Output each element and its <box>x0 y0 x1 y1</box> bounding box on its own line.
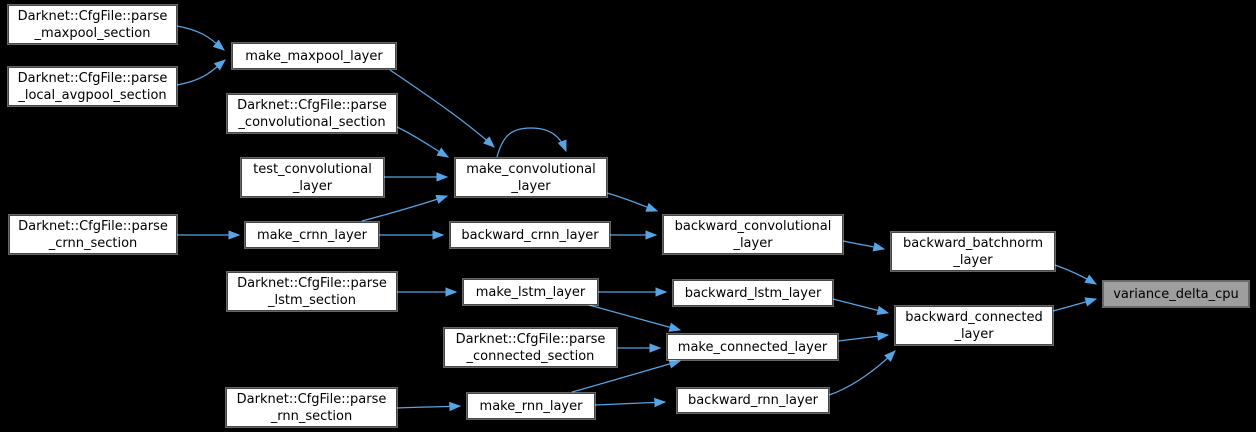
edge-make-connected-to-backward-connected <box>837 331 890 342</box>
node-backward-rnn-layer[interactable]: backward_rnn_layer <box>677 388 829 413</box>
edge-parse-rnn-to-make-rnn <box>396 401 462 412</box>
edge-make-rnn-to-make-connected <box>571 359 682 393</box>
edge-make-crnn-to-make-conv <box>361 194 449 222</box>
node-backward-convolutional-layer[interactable]: backward_convolutional _layer <box>663 215 843 254</box>
node-parse-connected-section[interactable]: Darknet::CfgFile::parse _connected_secti… <box>444 328 617 367</box>
edge-parse-local-avgpool-to-make-maxpool <box>176 59 226 86</box>
edge-make-maxpool-to-make-conv <box>389 69 495 148</box>
node-parse-crnn-section[interactable]: Darknet::CfgFile::parse _crnn_section <box>9 215 177 254</box>
node-parse-maxpool-section[interactable]: Darknet::CfgFile::parse _maxpool_section <box>8 5 177 44</box>
node-test-convolutional-layer[interactable]: test_convolutional _layer <box>241 158 384 197</box>
edge-make-conv-self-loop <box>496 127 567 158</box>
edge-parse-maxpool-to-make-maxpool <box>176 25 225 51</box>
edge-backward-connected-to-variance-delta <box>1052 297 1098 312</box>
node-backward-lstm-layer[interactable]: backward_lstm_layer <box>673 280 833 306</box>
edge-backward-rnn-to-backward-connected <box>828 350 896 396</box>
node-make-connected-layer[interactable]: make_connected_layer <box>667 334 838 360</box>
node-make-rnn-layer[interactable]: make_rnn_layer <box>467 393 595 419</box>
edge-backward-conv-to-backward-batchnorm <box>842 240 886 252</box>
node-parse-rnn-section[interactable]: Darknet::CfgFile::parse _rnn_section <box>226 388 397 427</box>
edge-make-conv-to-backward-conv <box>606 192 659 212</box>
node-parse-lstm-section[interactable]: Darknet::CfgFile::parse _lstm_section <box>227 272 397 311</box>
node-backward-crnn-layer[interactable]: backward_crnn_layer <box>450 222 610 248</box>
edge-make-rnn-to-backward-rnn <box>594 397 667 408</box>
node-parse-convolutional-section[interactable]: Darknet::CfgFile::parse _convolutional_s… <box>227 94 397 133</box>
node-parse-local-avgpool-section[interactable]: Darknet::CfgFile::parse _local_avgpool_s… <box>8 67 177 106</box>
node-variance-delta-cpu[interactable]: variance_delta_cpu <box>1103 281 1249 307</box>
edge-parse-conv-to-make-conv <box>396 126 450 158</box>
edge-backward-lstm-to-backward-connected <box>832 298 890 316</box>
node-backward-connected-layer[interactable]: backward_connected _layer <box>895 306 1053 345</box>
node-backward-batchnorm-layer[interactable]: backward_batchnorm _layer <box>891 232 1055 271</box>
edge-backward-batchnorm-to-variance-delta <box>1054 264 1098 285</box>
edge-make-lstm-to-make-connected <box>588 304 682 332</box>
node-make-crnn-layer[interactable]: make_crnn_layer <box>245 222 379 248</box>
node-make-maxpool-layer[interactable]: make_maxpool_layer <box>232 43 396 69</box>
node-make-lstm-layer[interactable]: make_lstm_layer <box>463 279 598 305</box>
node-make-convolutional-layer[interactable]: make_convolutional _layer <box>455 158 607 197</box>
